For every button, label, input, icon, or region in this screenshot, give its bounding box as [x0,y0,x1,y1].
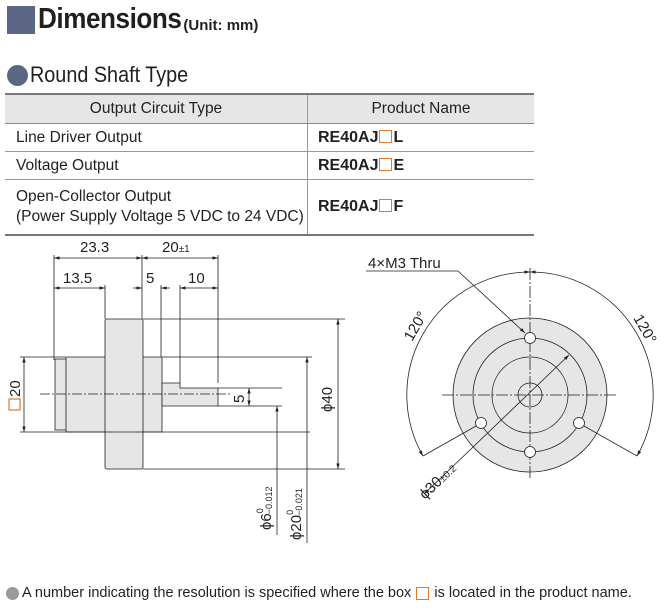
box-icon [416,586,430,600]
bullet-icon [7,64,28,86]
dim-phi6: ϕ60−0.012 [255,486,275,530]
unit-label: (Unit: mm) [183,17,259,34]
footnote-text: A number indicating the resolution is sp… [22,585,412,601]
dim-20: 20±1 [162,239,190,256]
hole [475,417,487,429]
page-title: Dimensions(Unit: mm) [7,4,258,34]
dim-phi40: ϕ40 [319,387,336,412]
pn-suffix: F [393,198,404,215]
footnote-text-end: is located in the product name. [434,585,632,601]
cell-product: RE40AJ F [307,179,534,236]
side-labels: 23.3 20±1 13.5 5 10 20 ϕ40 5 ϕ60−0.012 ϕ… [7,239,336,540]
pn-prefix: RE40AJ [318,128,379,146]
dim-23-3: 23.3 [80,239,109,256]
type-line1: Open-Collector Output [16,188,172,205]
dim-5: 5 [146,270,154,287]
table-row: Line Driver Output RE40AJ L [5,123,534,152]
side-view [20,255,345,543]
title-text: Dimensions [38,3,182,35]
angle-left: 120° [401,309,431,344]
bullet-icon [6,586,19,600]
section-title: Round Shaft Type [7,62,206,88]
cell-product: RE40AJ E [307,151,534,180]
front-view [366,268,654,495]
section-title-text: Round Shaft Type [30,62,189,87]
pn-prefix: RE40AJ [318,156,379,174]
hole [524,446,536,458]
dim-13-5: 13.5 [63,270,92,287]
pcd-label: ϕ30±0.2 [416,459,460,502]
pn-suffix: L [393,128,404,146]
footnote: A number indicating the resolution is sp… [6,585,632,601]
rear-cap [54,358,68,431]
box-icon [379,199,393,212]
cell-type: Open-Collector Output (Power Supply Volta… [5,179,308,236]
table-row: Open-Collector Output (Power Supply Volta… [5,179,534,236]
type-line2: (Power Supply Voltage 5 VDC to 24 VDC) [16,208,304,225]
header-output-circuit: Output Circuit Type [5,93,308,124]
cell-type: Voltage Output [5,151,308,180]
dim-square-20: 20 [7,380,24,397]
shaft [161,382,219,407]
title-square-icon [7,6,35,34]
header-product-name: Product Name [307,93,534,124]
dim-10: 10 [188,270,205,287]
pn-prefix: RE40AJ [318,198,379,215]
hole [573,417,585,429]
cell-product: RE40AJ L [307,123,534,152]
box-icon [379,129,393,143]
holes-label: 4×M3 Thru [368,255,441,272]
cell-type: Line Driver Output [5,123,308,152]
hole [524,332,536,344]
pn-suffix: E [393,156,405,174]
table-row: Voltage Output RE40AJ E [5,151,534,180]
box-icon [379,157,393,171]
square-symbol-icon [8,398,21,411]
dim-flat-5: 5 [231,395,248,403]
dim-phi20: ϕ200−0.021 [285,488,305,540]
